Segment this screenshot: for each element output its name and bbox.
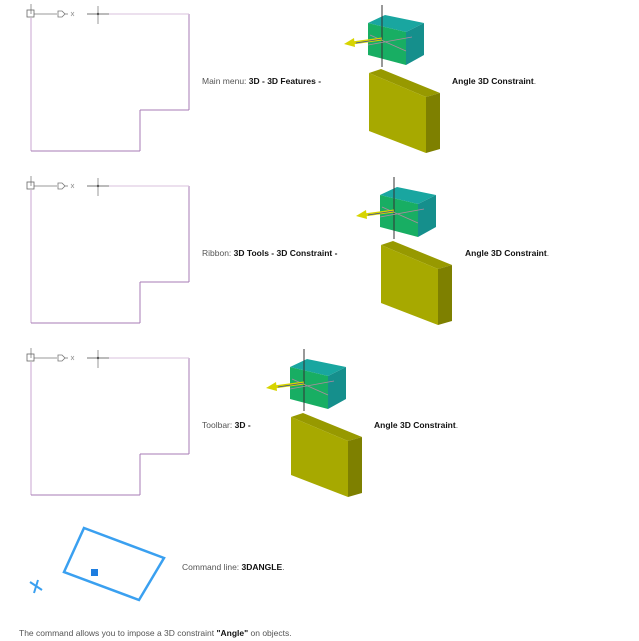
toolbar-suffix: . xyxy=(455,420,459,430)
description-keyword: "Angle" xyxy=(216,628,249,638)
ribbon-label: Ribbon: 3D Tools - 3D Constraint - xyxy=(202,248,337,258)
3d-boxes-icon xyxy=(266,349,362,497)
main-menu-target: Angle 3D Constraint. xyxy=(452,76,536,86)
ribbon-target: Angle 3D Constraint. xyxy=(465,248,549,258)
description: The command allows you to impose a 3D co… xyxy=(19,628,292,638)
main-menu-target-text: Angle 3D Constraint xyxy=(452,76,534,86)
ribbon-path: 3D Tools - 3D Constraint - xyxy=(233,248,338,258)
outline-drawing-icon xyxy=(26,176,190,324)
ribbon-target-text: Angle 3D Constraint xyxy=(465,248,547,258)
command-line-suffix: . xyxy=(282,562,285,572)
toolbar-prefix: Toolbar: xyxy=(202,420,235,430)
command-line-label: Command line: 3DANGLE. xyxy=(182,562,285,572)
main-menu-prefix: Main menu: xyxy=(202,76,249,86)
toolbar-path: 3D - xyxy=(234,420,251,430)
ribbon-suffix: . xyxy=(546,248,550,258)
3d-boxes-icon xyxy=(344,5,440,153)
main-menu-path: 3D - 3D Features - xyxy=(248,76,322,86)
main-menu-suffix: . xyxy=(533,76,537,86)
outline-drawing-icon xyxy=(26,4,190,152)
toolbar-target: Angle 3D Constraint. xyxy=(374,420,458,430)
command-line-prefix: Command line: xyxy=(182,562,242,572)
3d-boxes-icon xyxy=(356,177,452,325)
main-menu-label: Main menu: 3D - 3D Features - xyxy=(202,76,321,86)
toolbar-target-text: Angle 3D Constraint xyxy=(374,420,456,430)
command-name: 3DANGLE xyxy=(241,562,283,572)
description-before: The command allows you to impose a 3D co… xyxy=(19,628,217,638)
outline-drawing-icon xyxy=(26,348,190,496)
toolbar-label: Toolbar: 3D - xyxy=(202,420,251,430)
angle-constraint-rectangle-icon xyxy=(29,526,166,602)
ribbon-prefix: Ribbon: xyxy=(202,248,234,258)
description-after: on objects. xyxy=(248,628,292,638)
